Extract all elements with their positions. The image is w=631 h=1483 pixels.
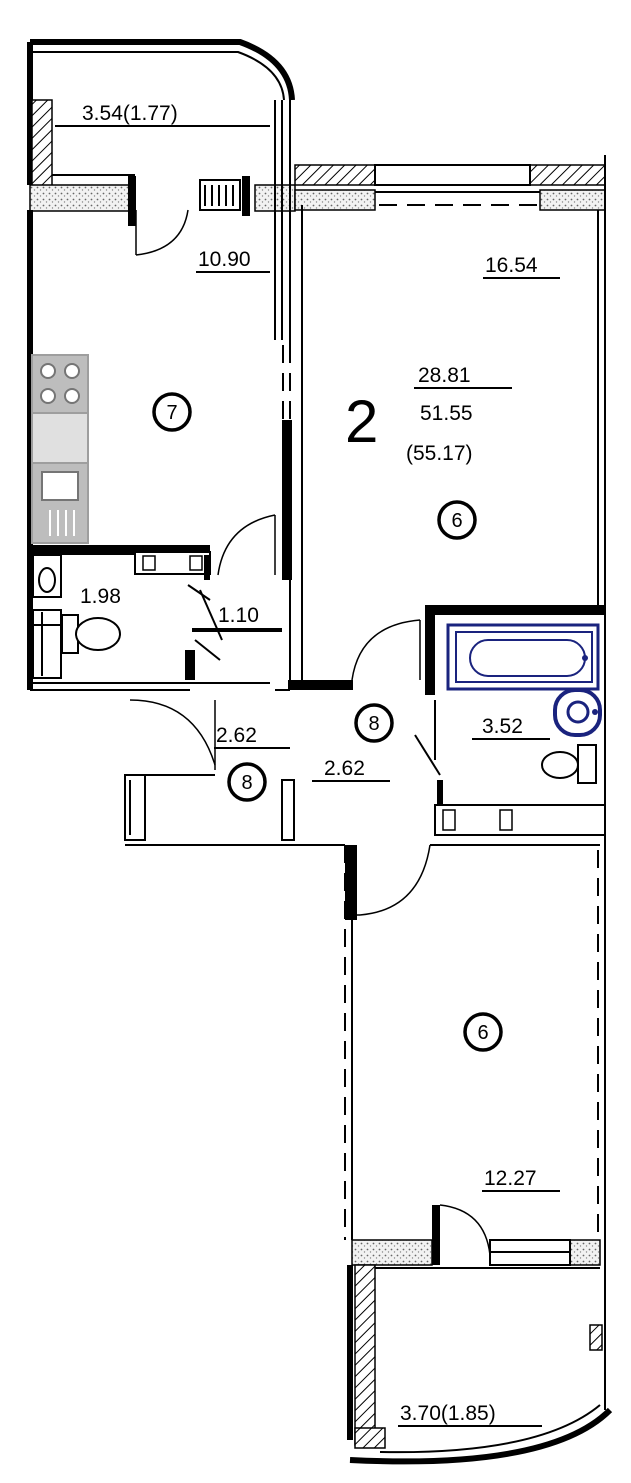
total-area-with-balconies: (55.17)	[406, 442, 473, 465]
label-toilet: 1.98	[80, 585, 121, 608]
kitchen	[27, 100, 292, 690]
marker-hall-center: 8	[354, 703, 394, 743]
bedroom	[344, 844, 600, 1240]
bath-toilet-icon	[541, 744, 597, 784]
label-bathroom: 3.52	[472, 715, 550, 740]
label-balcony-top: 3.54(1.77)	[55, 102, 270, 127]
toilet-icon	[61, 614, 121, 654]
marker-kitchen: 7	[152, 392, 192, 432]
marker-bedroom: 6	[463, 1012, 503, 1052]
label-hall-center: 2.62	[312, 757, 390, 782]
hall-door	[129, 699, 216, 770]
stove-icon	[31, 354, 89, 414]
bathroom-area: 3.52	[482, 715, 523, 738]
bedroom-area: 12.27	[484, 1167, 537, 1190]
label-balcony-bottom: 3.70(1.85)	[398, 1402, 542, 1427]
hall-center-area: 2.62	[324, 757, 365, 780]
svg-text:7: 7	[166, 402, 177, 424]
exterior-wall-top	[29, 164, 606, 256]
marker-living-room: 6	[437, 500, 477, 540]
svg-text:8: 8	[368, 713, 379, 735]
living-room-walls	[597, 155, 606, 1270]
label-bedroom: 12.27	[482, 1167, 560, 1192]
washbasin-icon	[553, 688, 602, 737]
label-living-room: 16.54	[483, 254, 560, 279]
room-count: 2	[345, 388, 378, 455]
label-kitchen: 10.90	[196, 248, 270, 273]
sink-icon	[31, 462, 89, 544]
svg-text:6: 6	[477, 1022, 488, 1044]
hall-left-walls	[124, 774, 345, 846]
counter-icon	[31, 412, 89, 464]
balcony-bottom-area: 3.70(1.85)	[400, 1402, 496, 1425]
bath-corridor-area: 1.10	[218, 604, 259, 627]
bathtub-icon	[446, 623, 600, 691]
kitchen-door	[217, 514, 276, 576]
bathroom	[414, 605, 606, 836]
living-room-area: 16.54	[485, 254, 538, 277]
svg-text:6: 6	[451, 510, 462, 532]
balcony-bottom	[347, 1264, 613, 1465]
marker-hall-left: 8	[227, 762, 267, 802]
toilet-room	[30, 545, 282, 680]
label-bath-corridor: 1.10	[218, 604, 259, 627]
living-area: 28.81	[418, 364, 471, 387]
plan-summary: 2 28.81 51.55 (55.17)	[345, 364, 512, 465]
exterior-wall-bottom	[351, 1204, 601, 1266]
kitchen-area: 10.90	[198, 248, 251, 271]
balcony-top-area: 3.54(1.77)	[82, 102, 178, 125]
svg-text:8: 8	[241, 772, 252, 794]
label-hall-left: 2.62	[214, 724, 290, 749]
toilet-area: 1.98	[80, 585, 121, 608]
living-room-door	[351, 619, 421, 681]
hall-left-area: 2.62	[216, 724, 257, 747]
total-area: 51.55	[420, 402, 473, 425]
balcony-top	[27, 39, 295, 191]
corridor-walls	[30, 205, 353, 691]
